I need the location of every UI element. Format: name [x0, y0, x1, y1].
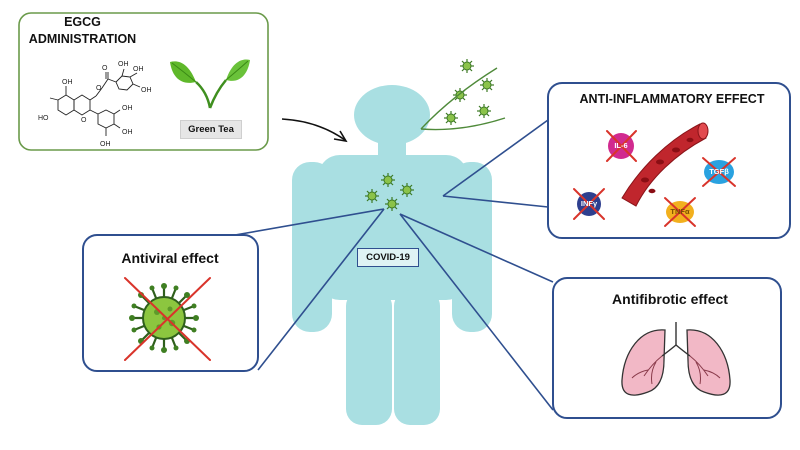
molecule-atom-label: OH	[62, 79, 73, 86]
effect-connectors	[234, 119, 554, 411]
virus-icon	[479, 77, 495, 93]
molecule-atom-label: OH	[122, 129, 133, 136]
molecule-atom-label: HO	[38, 115, 49, 122]
molecule-atom-label: OH	[100, 141, 111, 148]
arrow-icon	[281, 118, 346, 141]
arrow-head-icon	[333, 130, 348, 143]
blood-vessel-icon	[621, 122, 709, 207]
molecule-atom-label: OH	[141, 87, 152, 94]
virus-icon	[380, 172, 396, 188]
molecule-atom-label: O	[102, 65, 108, 72]
molecule-atom-label: OH	[133, 66, 144, 73]
anti-inflammatory-title: ANTI-INFLAMMATORY EFFECT	[579, 92, 765, 106]
cytokine-tnfa-label: TNFα	[670, 207, 690, 216]
egcg-title: EGCG ADMINISTRATION	[28, 15, 137, 46]
antiviral-title: Antiviral effect	[121, 250, 219, 266]
virus-icon	[443, 110, 459, 126]
lungs-icon	[621, 322, 731, 396]
virus-icon	[364, 188, 380, 204]
virus-icon	[399, 182, 415, 198]
molecule-atom-label: O	[96, 85, 102, 92]
cross-icon	[573, 130, 736, 227]
tea-leaf-icon	[170, 59, 250, 109]
airborne-virus-group	[443, 58, 495, 126]
egcg-molecule-labels: HO OH OH OH OH OH OH OH O O O	[38, 61, 152, 148]
molecule-atom-label: OH	[122, 105, 133, 112]
cross-icon	[124, 277, 211, 361]
egcg-molecule-icon	[49, 68, 141, 136]
human-body-silhouette	[292, 85, 492, 425]
virus-icon	[476, 103, 492, 119]
virus-icon	[459, 58, 475, 74]
breath-stream-lines	[420, 67, 506, 131]
cytokine-tgfb-label: TGFβ	[709, 167, 729, 176]
molecule-atom-label: OH	[118, 61, 129, 68]
green-tea-label: Green Tea	[180, 120, 242, 139]
cytokine-ifng-label: INFγ	[580, 199, 598, 208]
antifibrotic-title: Antifibrotic effect	[612, 291, 728, 307]
molecule-atom-label: O	[81, 117, 87, 124]
egcg-box	[18, 12, 269, 151]
cytokine-il6-label: IL-6	[614, 141, 628, 150]
virus-icon	[127, 281, 201, 355]
covid-19-label: COVID-19	[357, 248, 419, 267]
virus-icon	[384, 196, 400, 212]
